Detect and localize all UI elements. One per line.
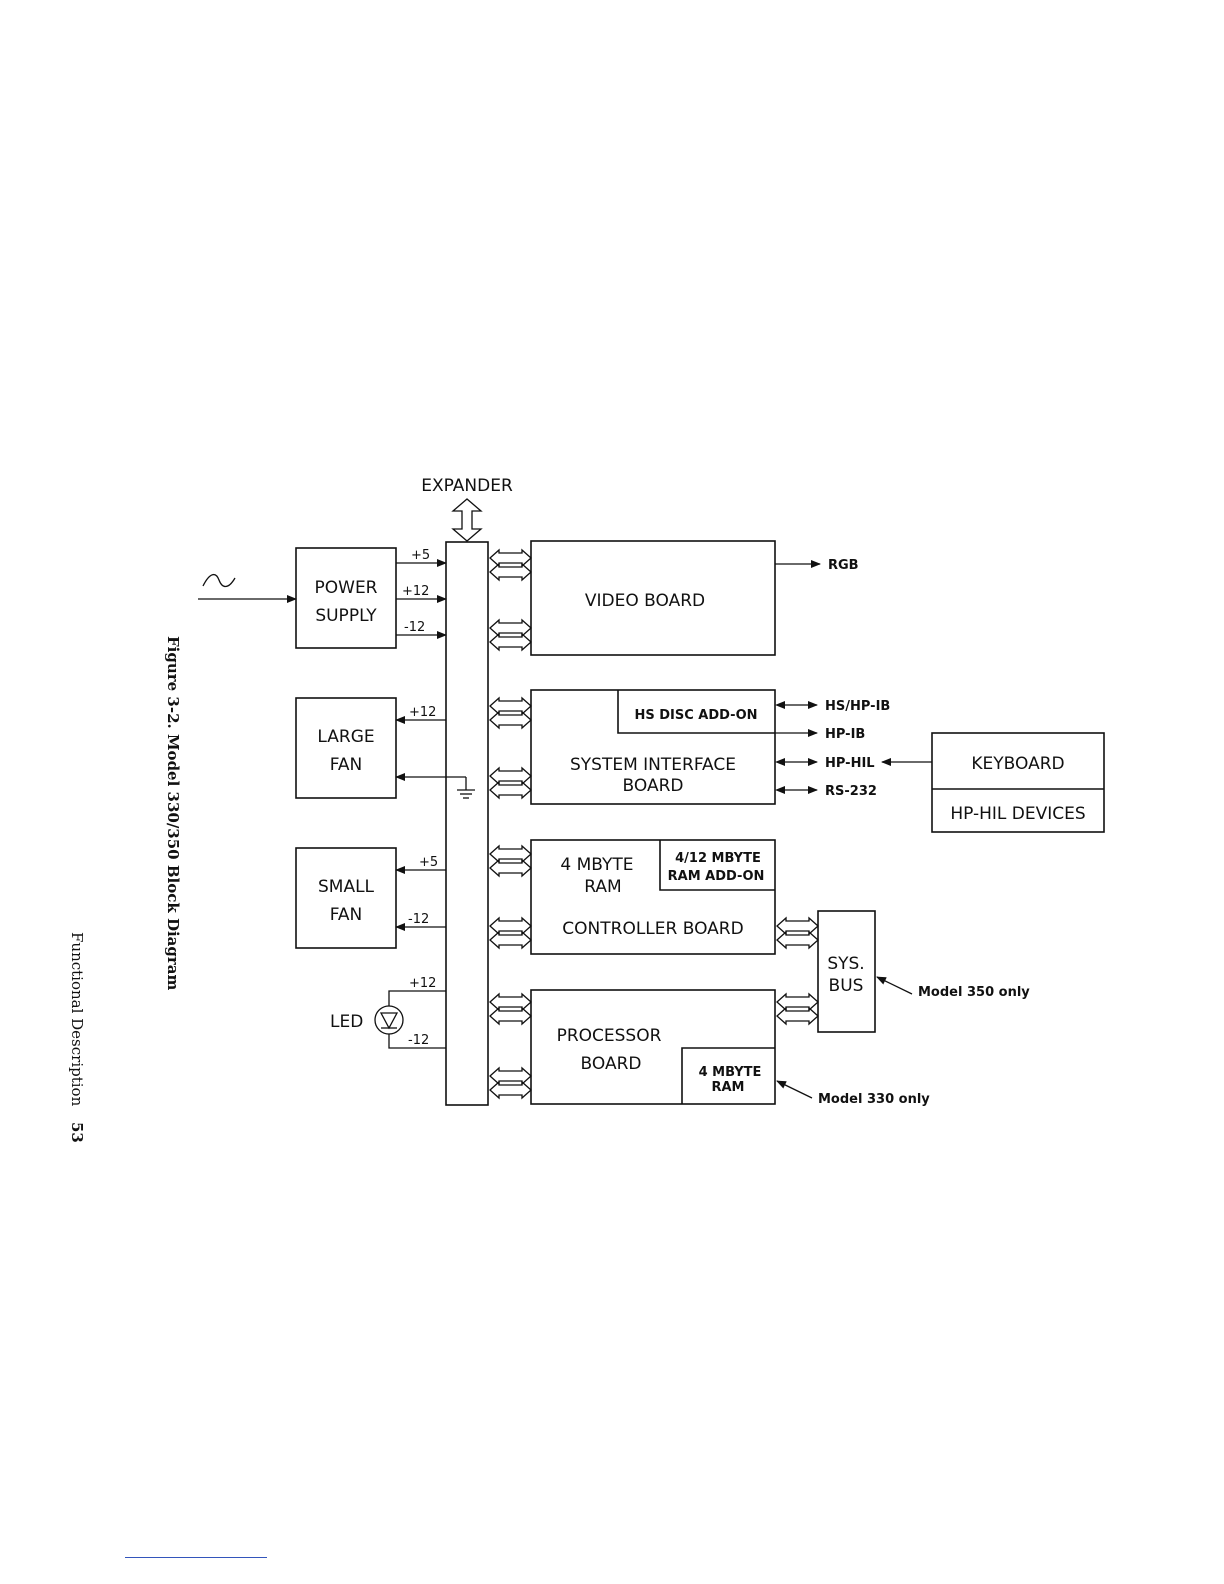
sys-bus-connector-arrow <box>776 992 819 1012</box>
footer-page-number: 53 <box>68 1122 86 1143</box>
bus-connector-arrow <box>489 844 532 864</box>
expander-double-arrow <box>451 498 483 542</box>
ram-addon-label-line2: RAM ADD-ON <box>668 869 765 884</box>
bus-connector-arrow <box>489 1080 532 1100</box>
hs-disc-addon-block <box>617 690 775 734</box>
sys-bus-block <box>817 910 876 1033</box>
rs232-arrow-left <box>775 786 785 794</box>
bus-connectors <box>489 548 819 1100</box>
keyboard-label: KEYBOARD <box>971 754 1064 774</box>
bus-connector-arrow <box>489 1006 532 1026</box>
sys-bus-label-line2: BUS <box>829 976 864 996</box>
keyboard-block <box>931 732 1105 833</box>
sys-bus-connector-arrow <box>776 1006 819 1026</box>
system-interface-label-line1: SYSTEM INTERFACE <box>570 755 736 775</box>
processor-board-label-line2: BOARD <box>581 1054 642 1074</box>
system-interface-label-line2: BOARD <box>623 776 684 796</box>
power-supply-label-line1: POWER <box>315 578 378 598</box>
small-fan-label-line1: SMALL <box>318 877 375 897</box>
model330-note: Model 330 only <box>818 1092 930 1107</box>
processor-ram-label-line2: RAM <box>711 1080 744 1095</box>
bus-connector-arrow <box>489 632 532 652</box>
led-minus12-line <box>388 1034 446 1049</box>
controller-board-block <box>530 839 776 955</box>
hs-hpib-label: HS/HP-IB <box>825 699 890 714</box>
footer-section-title: Functional Description <box>68 932 86 1107</box>
hs-hpib-arrow-left <box>775 701 785 709</box>
bus-connector-arrow <box>489 696 532 716</box>
hs-disc-addon-label: HS DISC ADD-ON <box>634 708 757 723</box>
bus-connector-arrow <box>489 858 532 878</box>
ram-addon-label-line1: 4/12 MBYTE <box>675 851 761 866</box>
processor-board-block <box>530 989 776 1105</box>
expander-label: EXPANDER <box>421 476 513 496</box>
figure-caption: Figure 3-2. Model 330/350 Block Diagram <box>164 636 182 991</box>
bus-connector-arrow <box>489 916 532 936</box>
small-fan-label-line2: FAN <box>330 905 363 925</box>
led-label: LED <box>330 1012 363 1032</box>
rs232-label: RS-232 <box>825 784 877 799</box>
small-fan-minus12-label: -12 <box>408 912 429 927</box>
sys-bus-connector-arrow <box>776 930 819 950</box>
bus-connector-arrow <box>489 618 532 638</box>
page-footer: Functional Description 53 <box>68 932 86 1143</box>
model350-note: Model 350 only <box>918 985 1030 1000</box>
processor-ram-block <box>681 1047 775 1104</box>
ps-plus12-label: +12 <box>402 584 429 599</box>
hp-hil-devices-label: HP-HIL DEVICES <box>950 804 1085 824</box>
led-plus12-line <box>388 990 446 1006</box>
rgb-signal-label: RGB <box>828 558 859 573</box>
sys-bus-connector-arrow <box>776 916 819 936</box>
controller-board-label: CONTROLLER BOARD <box>562 919 743 939</box>
ram-4mb-label-line1: 4 MBYTE <box>560 855 633 875</box>
hphil-arrow-left <box>775 758 785 766</box>
large-fan-label-line1: LARGE <box>317 727 374 747</box>
bus-connector-arrow <box>489 548 532 568</box>
processor-board-label-line1: PROCESSOR <box>557 1026 662 1046</box>
large-fan-plus12-label: +12 <box>409 705 436 720</box>
power-supply-label-line2: SUPPLY <box>315 606 377 626</box>
ps-minus12-label: -12 <box>404 620 425 635</box>
small-fan-plus5-label: +5 <box>419 855 438 870</box>
bus-connector-arrow <box>489 1066 532 1086</box>
video-board-block <box>530 540 776 656</box>
bus-connector-arrow <box>489 992 532 1012</box>
ground-icon <box>457 777 475 799</box>
ram-4mb-label-line2: RAM <box>584 877 621 897</box>
hphil-label: HP-HIL <box>825 756 875 771</box>
system-interface-board-block <box>530 689 776 805</box>
small-fan-block <box>295 847 397 949</box>
bus-connector-arrow <box>489 766 532 786</box>
led-diode-icon <box>374 1005 404 1035</box>
ps-plus5-label: +5 <box>411 548 430 563</box>
hpib-label: HP-IB <box>825 727 865 742</box>
processor-ram-label-line1: 4 MBYTE <box>699 1065 762 1080</box>
bus-connector-arrow <box>489 710 532 730</box>
backplane-bus <box>445 541 489 1106</box>
sys-bus-label-line1: SYS. <box>827 954 864 974</box>
led-plus12-label: +12 <box>409 976 436 991</box>
video-board-label: VIDEO BOARD <box>585 591 705 611</box>
ram-addon-block <box>659 840 775 891</box>
bus-connector-arrow <box>489 562 532 582</box>
bus-connector-arrow <box>489 780 532 800</box>
led-minus12-label: -12 <box>408 1033 429 1048</box>
ac-sine-icon <box>202 574 236 588</box>
power-supply-block <box>295 547 397 649</box>
bus-connector-arrow <box>489 930 532 950</box>
model330-pointer <box>776 1080 813 1099</box>
model350-pointer <box>876 976 913 995</box>
large-fan-label-line2: FAN <box>330 755 363 775</box>
large-fan-block <box>295 697 397 799</box>
page-rule <box>125 1557 267 1558</box>
